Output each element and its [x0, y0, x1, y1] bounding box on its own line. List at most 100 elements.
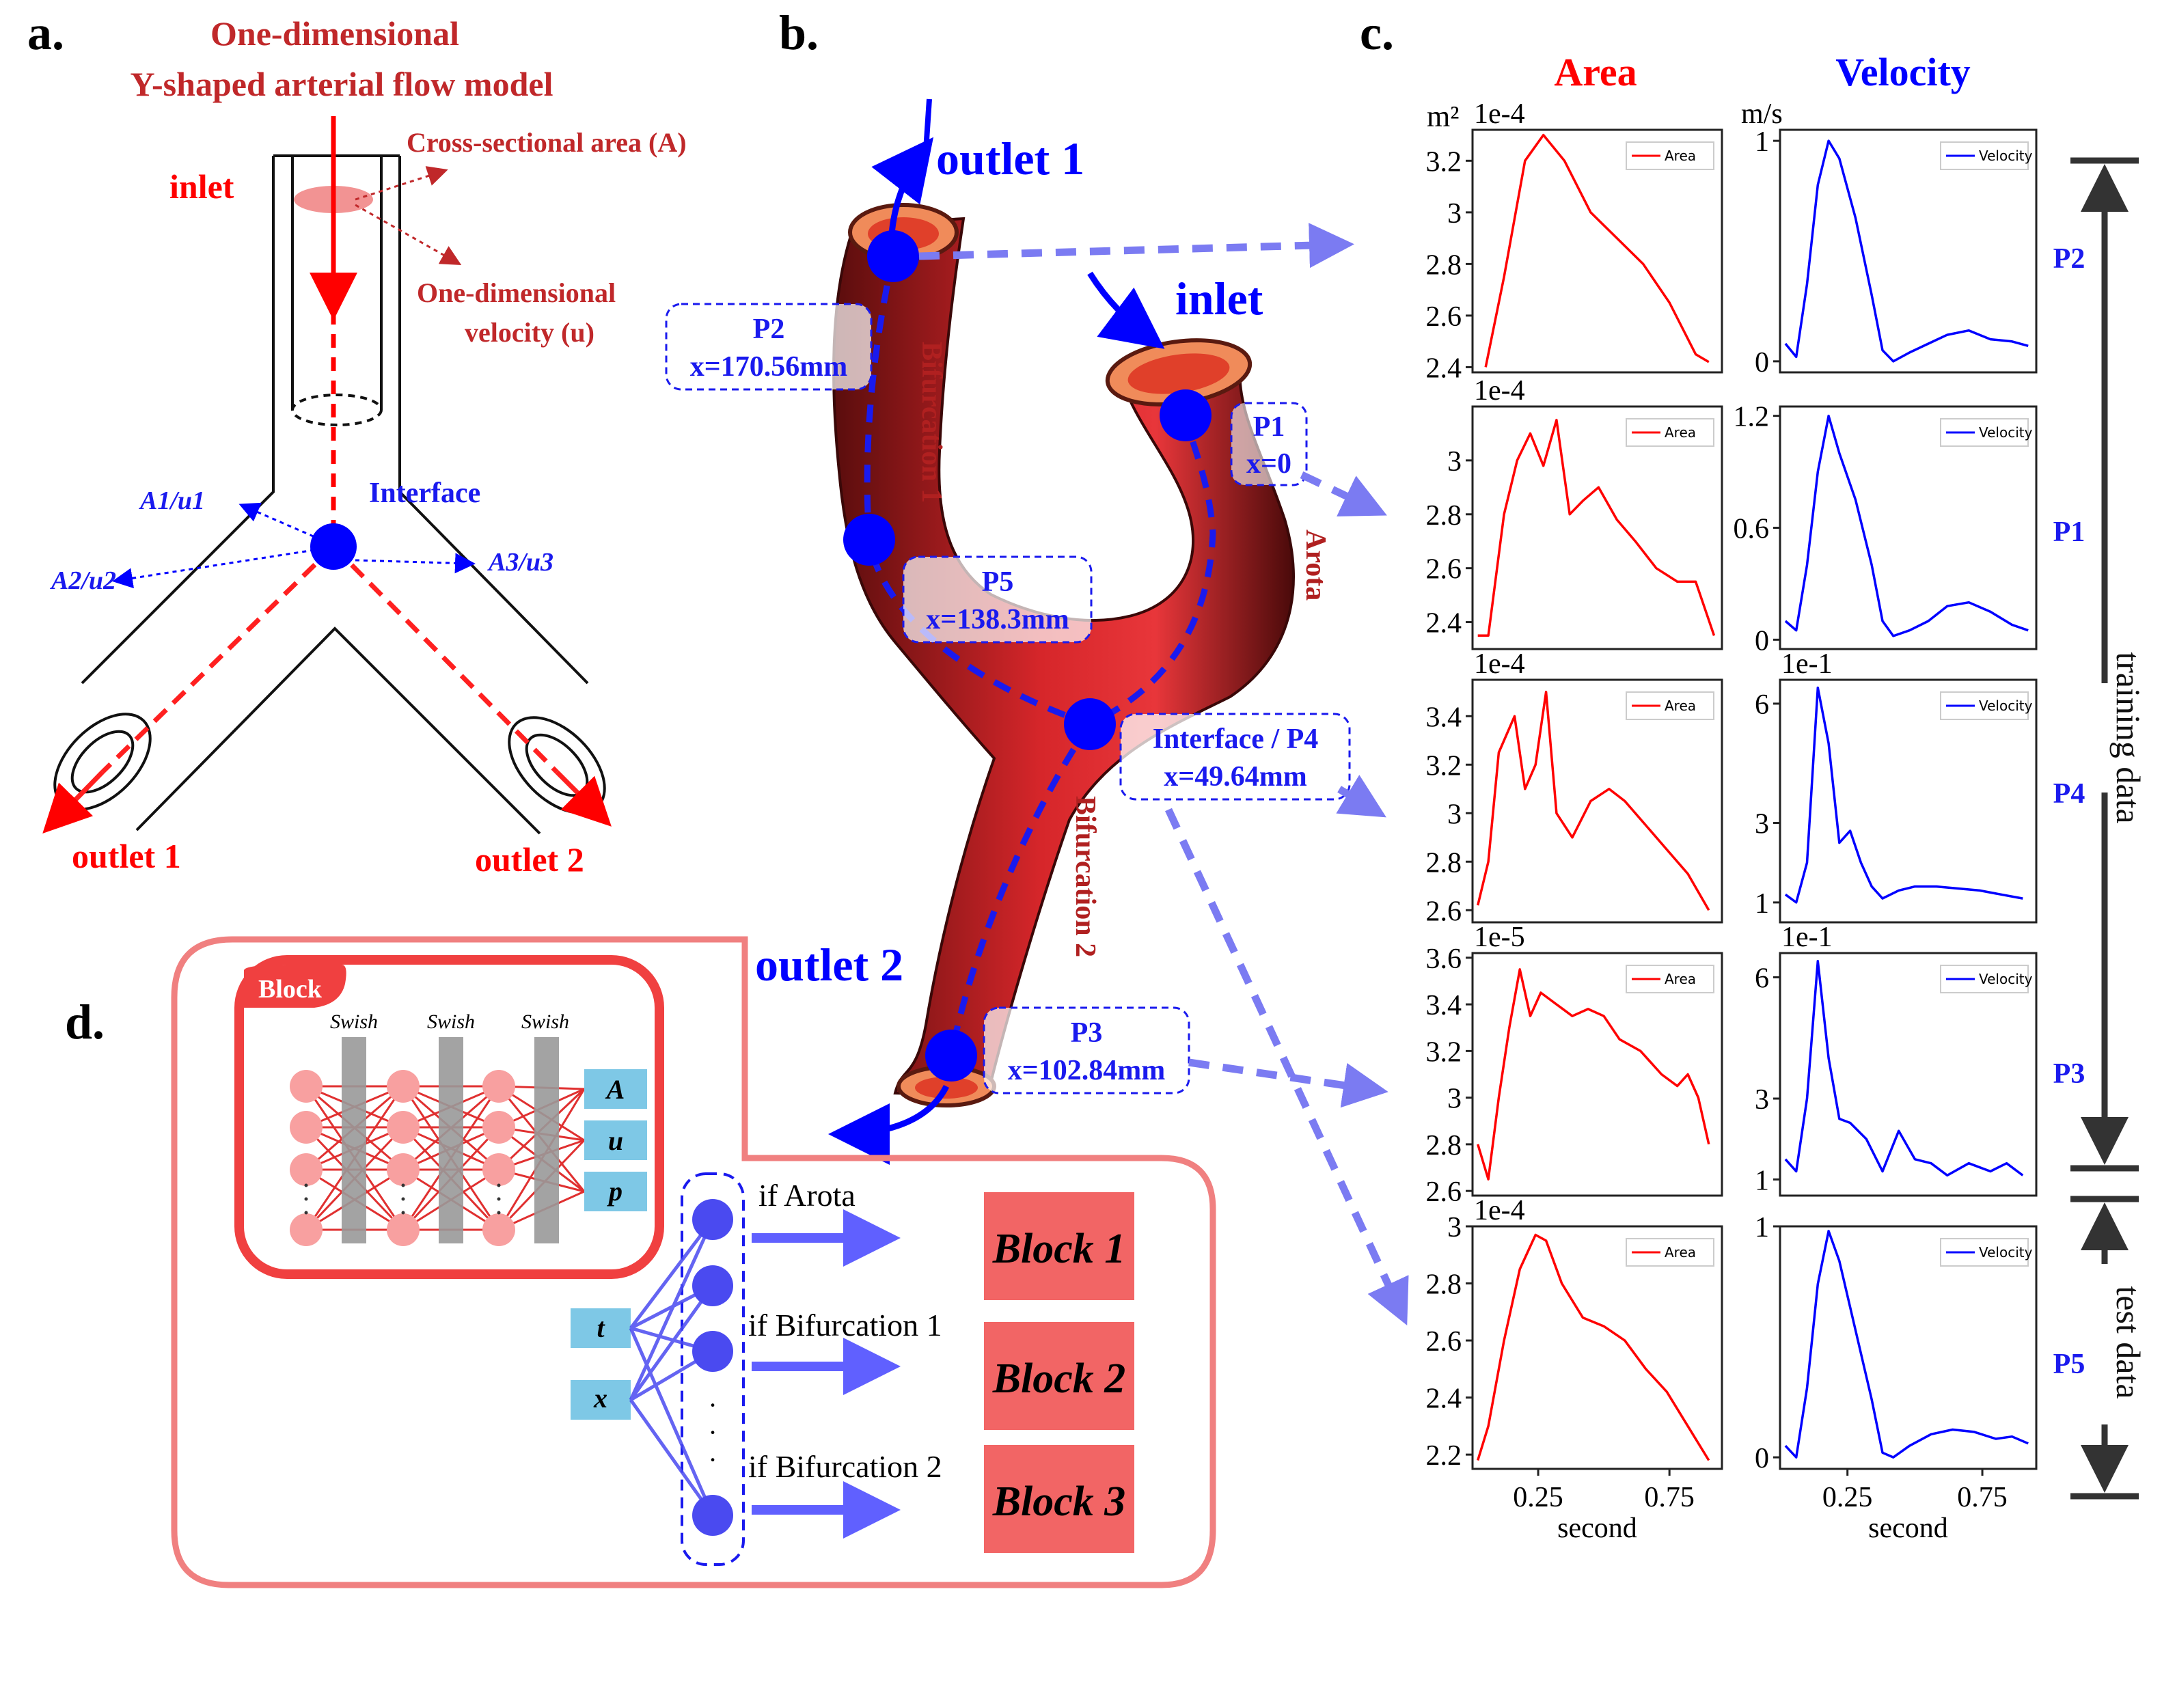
block-1: Block 1: [992, 1226, 1126, 1272]
block-tag-bg: [244, 965, 346, 1008]
node-p5: [843, 514, 895, 566]
chart-frame: [1471, 1225, 1723, 1470]
y-tick-label: 1.2: [1734, 402, 1770, 433]
chart-frame: [1779, 952, 2038, 1197]
nn-node: [482, 1213, 515, 1246]
nn-node: [482, 1153, 515, 1186]
velocity-label-line1: One-dimensional: [417, 277, 616, 308]
neural-net: [290, 1037, 586, 1246]
y-tick-label: 3: [1755, 1084, 1769, 1116]
inlet-flow-arrow: [1087, 271, 1165, 349]
y-tick-label: 2.4: [1426, 1383, 1462, 1415]
outlet2-arrow: [555, 770, 612, 827]
nn-ellipsis-dot: [497, 1183, 501, 1187]
legend-label: Area: [1665, 424, 1696, 441]
legend-label: Velocity: [1979, 148, 2033, 164]
a3u3-label: A3/u3: [487, 548, 553, 577]
node-p2: [867, 230, 919, 282]
outlet2-flow-arrow: [828, 1084, 950, 1165]
nn-node: [482, 1111, 515, 1144]
series-line-velocity: [1784, 1230, 2029, 1459]
velocity-label-line2: velocity (u): [465, 317, 594, 348]
input-box-t: [571, 1308, 631, 1348]
panel-b-outlet2-label: outlet 2: [755, 939, 903, 991]
row-label-p3: P3: [2053, 1058, 2085, 1090]
y-tick-label: 3.6: [1426, 943, 1462, 975]
block-3-box: [984, 1445, 1134, 1553]
nn-node: [387, 1213, 420, 1246]
router-ellipsis-3: ·: [708, 1444, 717, 1475]
condition-arrows: [752, 1209, 901, 1539]
outlet1-arrow: [42, 770, 105, 834]
router-node-n: [692, 1495, 733, 1536]
x-tick-label: 0.75: [1957, 1482, 2008, 1513]
nn-node: [290, 1153, 323, 1186]
point-box-p4-name: Interface / P4: [1153, 724, 1319, 755]
nn-node: [290, 1070, 323, 1103]
block-tag: Block: [258, 975, 323, 1004]
panel-d: Block Swish Swish Swish A u p t x: [171, 936, 1216, 1588]
panel-c: Area Velocity m² m/s 2.42.62.833.21e-4Ar…: [1426, 50, 2148, 1544]
cross-section-label: Cross-sectional area (A): [407, 127, 687, 158]
x-axis-label: second: [1557, 1513, 1637, 1544]
point-box-p3: P3 x=102.84mm: [983, 1006, 1190, 1094]
bifurcation1-label: Bifurcation 1: [916, 342, 947, 503]
y-tick-label: 2.8: [1426, 249, 1462, 281]
chart-frame: [1779, 1225, 2038, 1470]
y-tick-label: 0: [1755, 1443, 1769, 1474]
training-label: training data: [2109, 652, 2148, 823]
nn-ellipsis-dot: [304, 1183, 308, 1187]
point-box-p5-name: P5: [982, 566, 1014, 598]
point-box-p4: Interface / P4 x=49.64mm: [1119, 713, 1351, 801]
test-label: test data: [2109, 1286, 2148, 1399]
router-node-1: [692, 1199, 733, 1240]
nn-node: [290, 1213, 323, 1246]
interface-node: [310, 523, 357, 570]
inlet-label: inlet: [169, 167, 234, 206]
y-multiplier: 1e-1: [1781, 922, 1833, 953]
nn-ellipsis-dot: [401, 1197, 405, 1201]
interface-label: Interface: [369, 478, 480, 509]
chart-frame: [1471, 128, 1723, 374]
bifurcation2-label: Bifurcation 2: [1069, 796, 1101, 957]
series-line-area: [1477, 418, 1716, 637]
centerline-dashed-1: [100, 545, 336, 774]
node-p3: [925, 1030, 977, 1082]
y-multiplier: 1e-4: [1474, 648, 1525, 680]
panel-label-d: d.: [65, 995, 105, 1049]
output-box-a: [584, 1069, 647, 1109]
chart-frame: [1779, 678, 2038, 924]
unit-area: m²: [1427, 100, 1459, 133]
condition-arota: if Arota: [758, 1178, 856, 1213]
router-ellipsis-2: ·: [708, 1417, 717, 1448]
panel-a-title-line1: One-dimensional: [210, 14, 459, 53]
x-tick-label: 0.25: [1513, 1482, 1563, 1513]
y-tick-label: 3: [1447, 446, 1462, 478]
nn-ellipsis-dot: [497, 1197, 501, 1201]
x-tick-label: 0.25: [1822, 1482, 1873, 1513]
series-line-velocity: [1784, 139, 2029, 363]
legend-label: Velocity: [1979, 424, 2033, 441]
condition-bifurcation2: if Bifurcation 2: [748, 1449, 942, 1484]
row-label-p5: P5: [2053, 1349, 2085, 1380]
point-box-p1-x: x=0: [1246, 448, 1291, 480]
y-tick-label: 0.6: [1734, 514, 1770, 545]
outlet1-flow-tail: [923, 98, 932, 151]
y-tick-label: 3.4: [1426, 990, 1462, 1021]
panel-label-c: c.: [1360, 5, 1394, 60]
condition-bifurcation1: if Bifurcation 1: [748, 1308, 942, 1342]
row-label-p4: P4: [2053, 778, 2085, 810]
chart-frame: [1779, 128, 2038, 374]
series-line-area: [1477, 1233, 1710, 1461]
y-tick-label: 0: [1755, 625, 1769, 657]
y-tick-label: 3.2: [1426, 750, 1462, 782]
y-tick-label: 3: [1447, 799, 1462, 830]
input-x: x: [593, 1383, 607, 1414]
centerline-dashed-2: [331, 545, 559, 774]
node-p1: [1160, 389, 1212, 441]
legend-label: Velocity: [1979, 1244, 2033, 1261]
a2u2-label: A2/u2: [50, 566, 116, 595]
y-tick-label: 2.6: [1426, 1326, 1462, 1358]
